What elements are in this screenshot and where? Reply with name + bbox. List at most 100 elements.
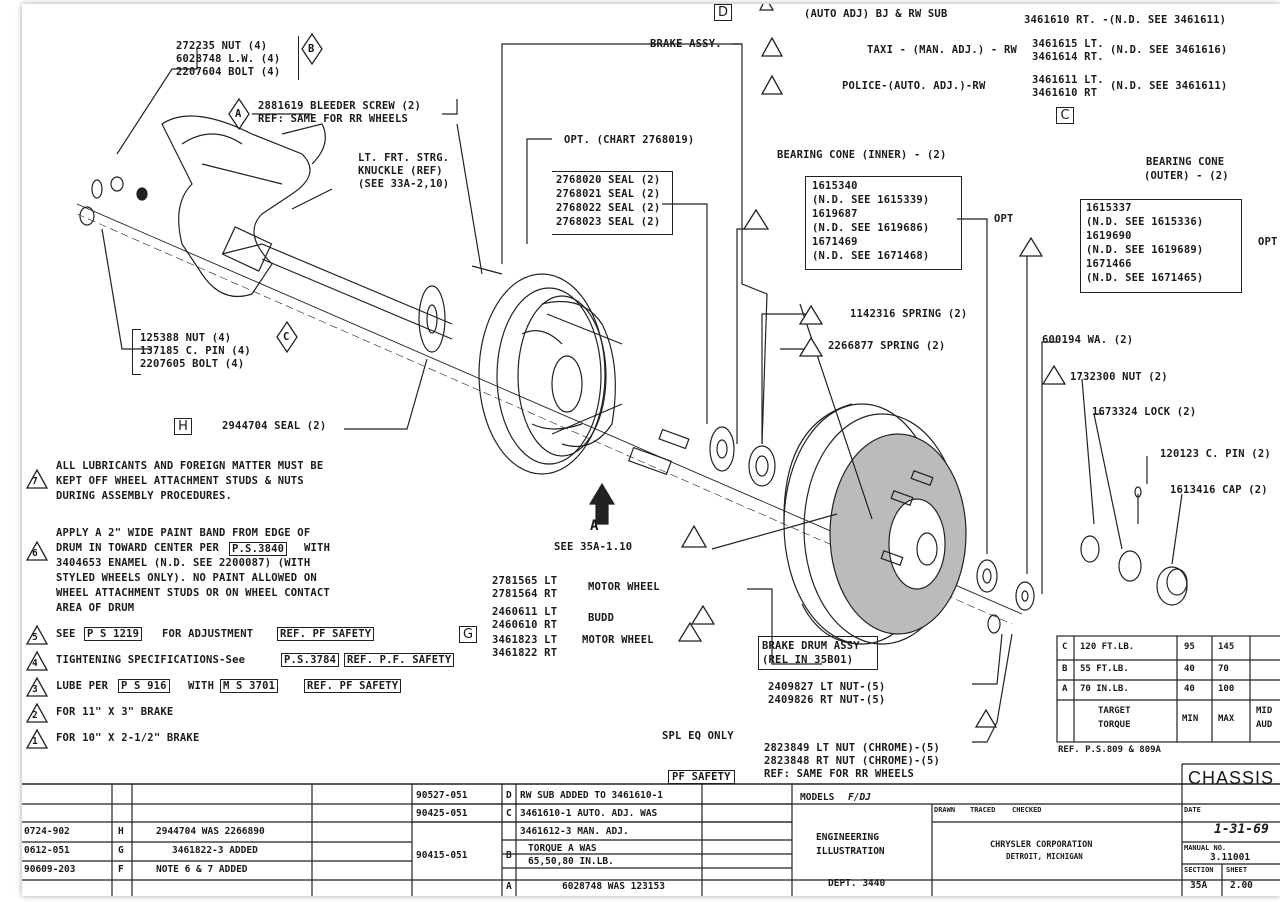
torque-target: TARGET <box>1098 706 1131 716</box>
top-row1-parts: 3461610 RT. -(N.D. SEE 3461611) <box>1024 14 1227 26</box>
note1-marker: 1 <box>32 736 38 747</box>
budd-rt: 2460610 RT <box>492 619 558 631</box>
note7-marker: 7 <box>32 476 38 487</box>
inner-6: (N.D. SEE 1671468) <box>812 250 930 262</box>
note6-line5: WHEEL ATTACHMENT STUDS OR ON WHEEL CONTA… <box>56 587 330 599</box>
torque-spec-c: 120 FT.LB. <box>1080 642 1135 652</box>
torque-spec-b: 55 FT.LB. <box>1080 664 1129 674</box>
note4-text: TIGHTENING SPECIFICATIONS-See <box>56 654 246 666</box>
date-header: DATE <box>1184 806 1201 814</box>
chrome-rt: 2823848 RT NUT (CHROME)-(5) <box>764 755 941 767</box>
rev-desc: 2944704 WAS 2266890 <box>156 826 265 837</box>
note2-marker: 2 <box>32 710 38 721</box>
note3-marker: 3 <box>32 684 38 695</box>
upper-nut: 272235 NUT (4) <box>176 40 268 52</box>
note4-ref: P.S.3784 <box>281 653 340 667</box>
diamond-b-label: B <box>308 43 315 55</box>
outer-2: (N.D. SEE 1615336) <box>1086 216 1204 228</box>
knuckle-1: LT. FRT. STRG. <box>358 152 450 164</box>
see-a-ref: SEE 35A-1.10 <box>554 541 633 553</box>
torque-ref: REF. P.S.809 & 809A <box>1058 745 1161 755</box>
mw2-label: MOTOR WHEEL <box>582 634 654 646</box>
torque-max-hdr: MAX <box>1218 714 1235 724</box>
top-row1: (AUTO ADJ) BJ & RW SUB <box>804 8 948 20</box>
pf-safety-stamp: PF SAFETY <box>668 770 735 784</box>
outer-5: 1671466 <box>1086 258 1132 270</box>
section-header: SECTION <box>1184 866 1214 874</box>
note7-line3: DURING ASSEMBLY PROCEDURES. <box>56 490 233 502</box>
budd-lt: 2460611 LT <box>492 606 558 618</box>
seal-1: 2768020 SEAL (2) <box>556 174 661 186</box>
eng-illus-2: ILLUSTRATION <box>816 846 885 857</box>
rev-desc: 6028748 WAS 123153 <box>562 881 665 892</box>
top-row3-rt: 3461610 RT <box>1032 87 1098 99</box>
models-header: MODELS <box>800 792 835 803</box>
note1-text: FOR 10" X 2-1/2" BRAKE <box>56 732 200 744</box>
drum-assy-2: (REL IN 35B01) <box>762 654 854 666</box>
note6-with: WITH <box>304 542 331 554</box>
hub-nut: 1732300 NUT (2) <box>1070 371 1168 383</box>
budd-label: BUDD <box>588 612 615 624</box>
knuckle-2: KNUCKLE (REF) <box>358 165 443 177</box>
note6-ref: P.S.3840 <box>229 542 288 556</box>
rev-desc: 3461610-1 AUTO. ADJ. WAS <box>520 808 658 819</box>
seal-h: 2944704 SEAL (2) <box>222 420 327 432</box>
outer-1: 1615337 <box>1086 202 1132 214</box>
torque-torque: TORQUE <box>1098 720 1131 730</box>
note5-safety: REF. PF SAFETY <box>277 627 375 641</box>
torque-aud-hdr: AUD <box>1256 720 1273 730</box>
bleeder-ref: REF: SAME FOR RR WHEELS <box>258 113 408 125</box>
note4-safety: REF. P.F. SAFETY <box>344 653 455 667</box>
top-row3: POLICE-(AUTO. ADJ.)-RW <box>842 80 986 92</box>
drawing-sheet: B A C 7 6 5 4 3 2 1 D C H G A SEE 35A-1.… <box>22 4 1280 896</box>
upper-lw: 6028748 L.W. (4) <box>176 53 281 65</box>
opt-chart: OPT. (CHART 2768019) <box>564 134 695 146</box>
torque-key-a: A <box>1062 684 1068 694</box>
rev-desc: RW SUB ADDED TO 3461610-1 <box>520 790 663 801</box>
view-a-label: A <box>590 518 599 534</box>
rev-desc: TORQUE A WAS <box>528 843 597 854</box>
rev-desc: NOTE 6 & 7 ADDED <box>156 864 248 875</box>
torque-key-c: C <box>1062 642 1068 652</box>
mw-rt: 2781564 RT <box>492 588 558 600</box>
bleeder-screw: 2881619 BLEEDER SCREW (2) <box>258 100 422 112</box>
label-g: G <box>459 626 477 643</box>
label-d: D <box>714 4 732 21</box>
top-row3-lt: 3461611 LT. <box>1032 74 1104 86</box>
top-row2-lt: 3461615 LT. <box>1032 38 1104 50</box>
note6-marker: 6 <box>32 548 38 559</box>
torque-max-a: 100 <box>1218 684 1235 694</box>
drum-assy-1: BRAKE DRUM ASSY <box>762 640 860 652</box>
rev-no: 90415-051 <box>416 850 468 861</box>
manual-header: MANUAL NO. <box>1184 844 1227 852</box>
top-row2-rt: 3461614 RT. <box>1032 51 1104 63</box>
nut-bracket <box>174 36 299 80</box>
spring-1: 1142316 SPRING (2) <box>850 308 968 320</box>
rev-letter: H <box>118 826 124 837</box>
note5-ref: P S 1219 <box>84 627 143 641</box>
rev-desc: 65,50,80 IN.LB. <box>528 856 614 867</box>
upper-bolt: 2207604 BOLT (4) <box>176 66 281 78</box>
note6-line2: DRUM IN TOWARD CENTER PER <box>56 542 220 554</box>
rev-letter: F <box>118 864 124 875</box>
checked-header: CHECKED <box>1012 806 1042 814</box>
diamond-a-label: A <box>235 108 242 120</box>
eng-illus-1: ENGINEERING <box>816 832 879 843</box>
note6-line4: STYLED WHEELS ONLY). NO PAINT ALLOWED ON <box>56 572 317 584</box>
nut-rt: 2409826 RT NUT-(5) <box>768 694 886 706</box>
torque-max-c: 145 <box>1218 642 1235 652</box>
sheet-value: 2.00 <box>1230 880 1253 891</box>
sheet-header: SHEET <box>1226 866 1248 874</box>
torque-key-b: B <box>1062 664 1068 674</box>
inner-cone-title: BEARING CONE (INNER) - (2) <box>777 149 947 161</box>
torque-spec-a: 70 IN.LB. <box>1080 684 1129 694</box>
rev-letter: C <box>506 808 512 819</box>
outer-6: (N.D. SEE 1671465) <box>1086 272 1204 284</box>
top-row2: TAXI - (MAN. ADJ.) - RW <box>867 44 1017 56</box>
inner-4: (N.D. SEE 1619686) <box>812 222 930 234</box>
rev-no: 0724-902 <box>24 826 70 837</box>
chrome-lt: 2823849 LT NUT (CHROME)-(5) <box>764 742 941 754</box>
outer-title-2: (OUTER) - (2) <box>1144 170 1229 182</box>
torque-min-b: 40 <box>1184 664 1195 674</box>
outer-cone-box <box>1080 199 1242 293</box>
